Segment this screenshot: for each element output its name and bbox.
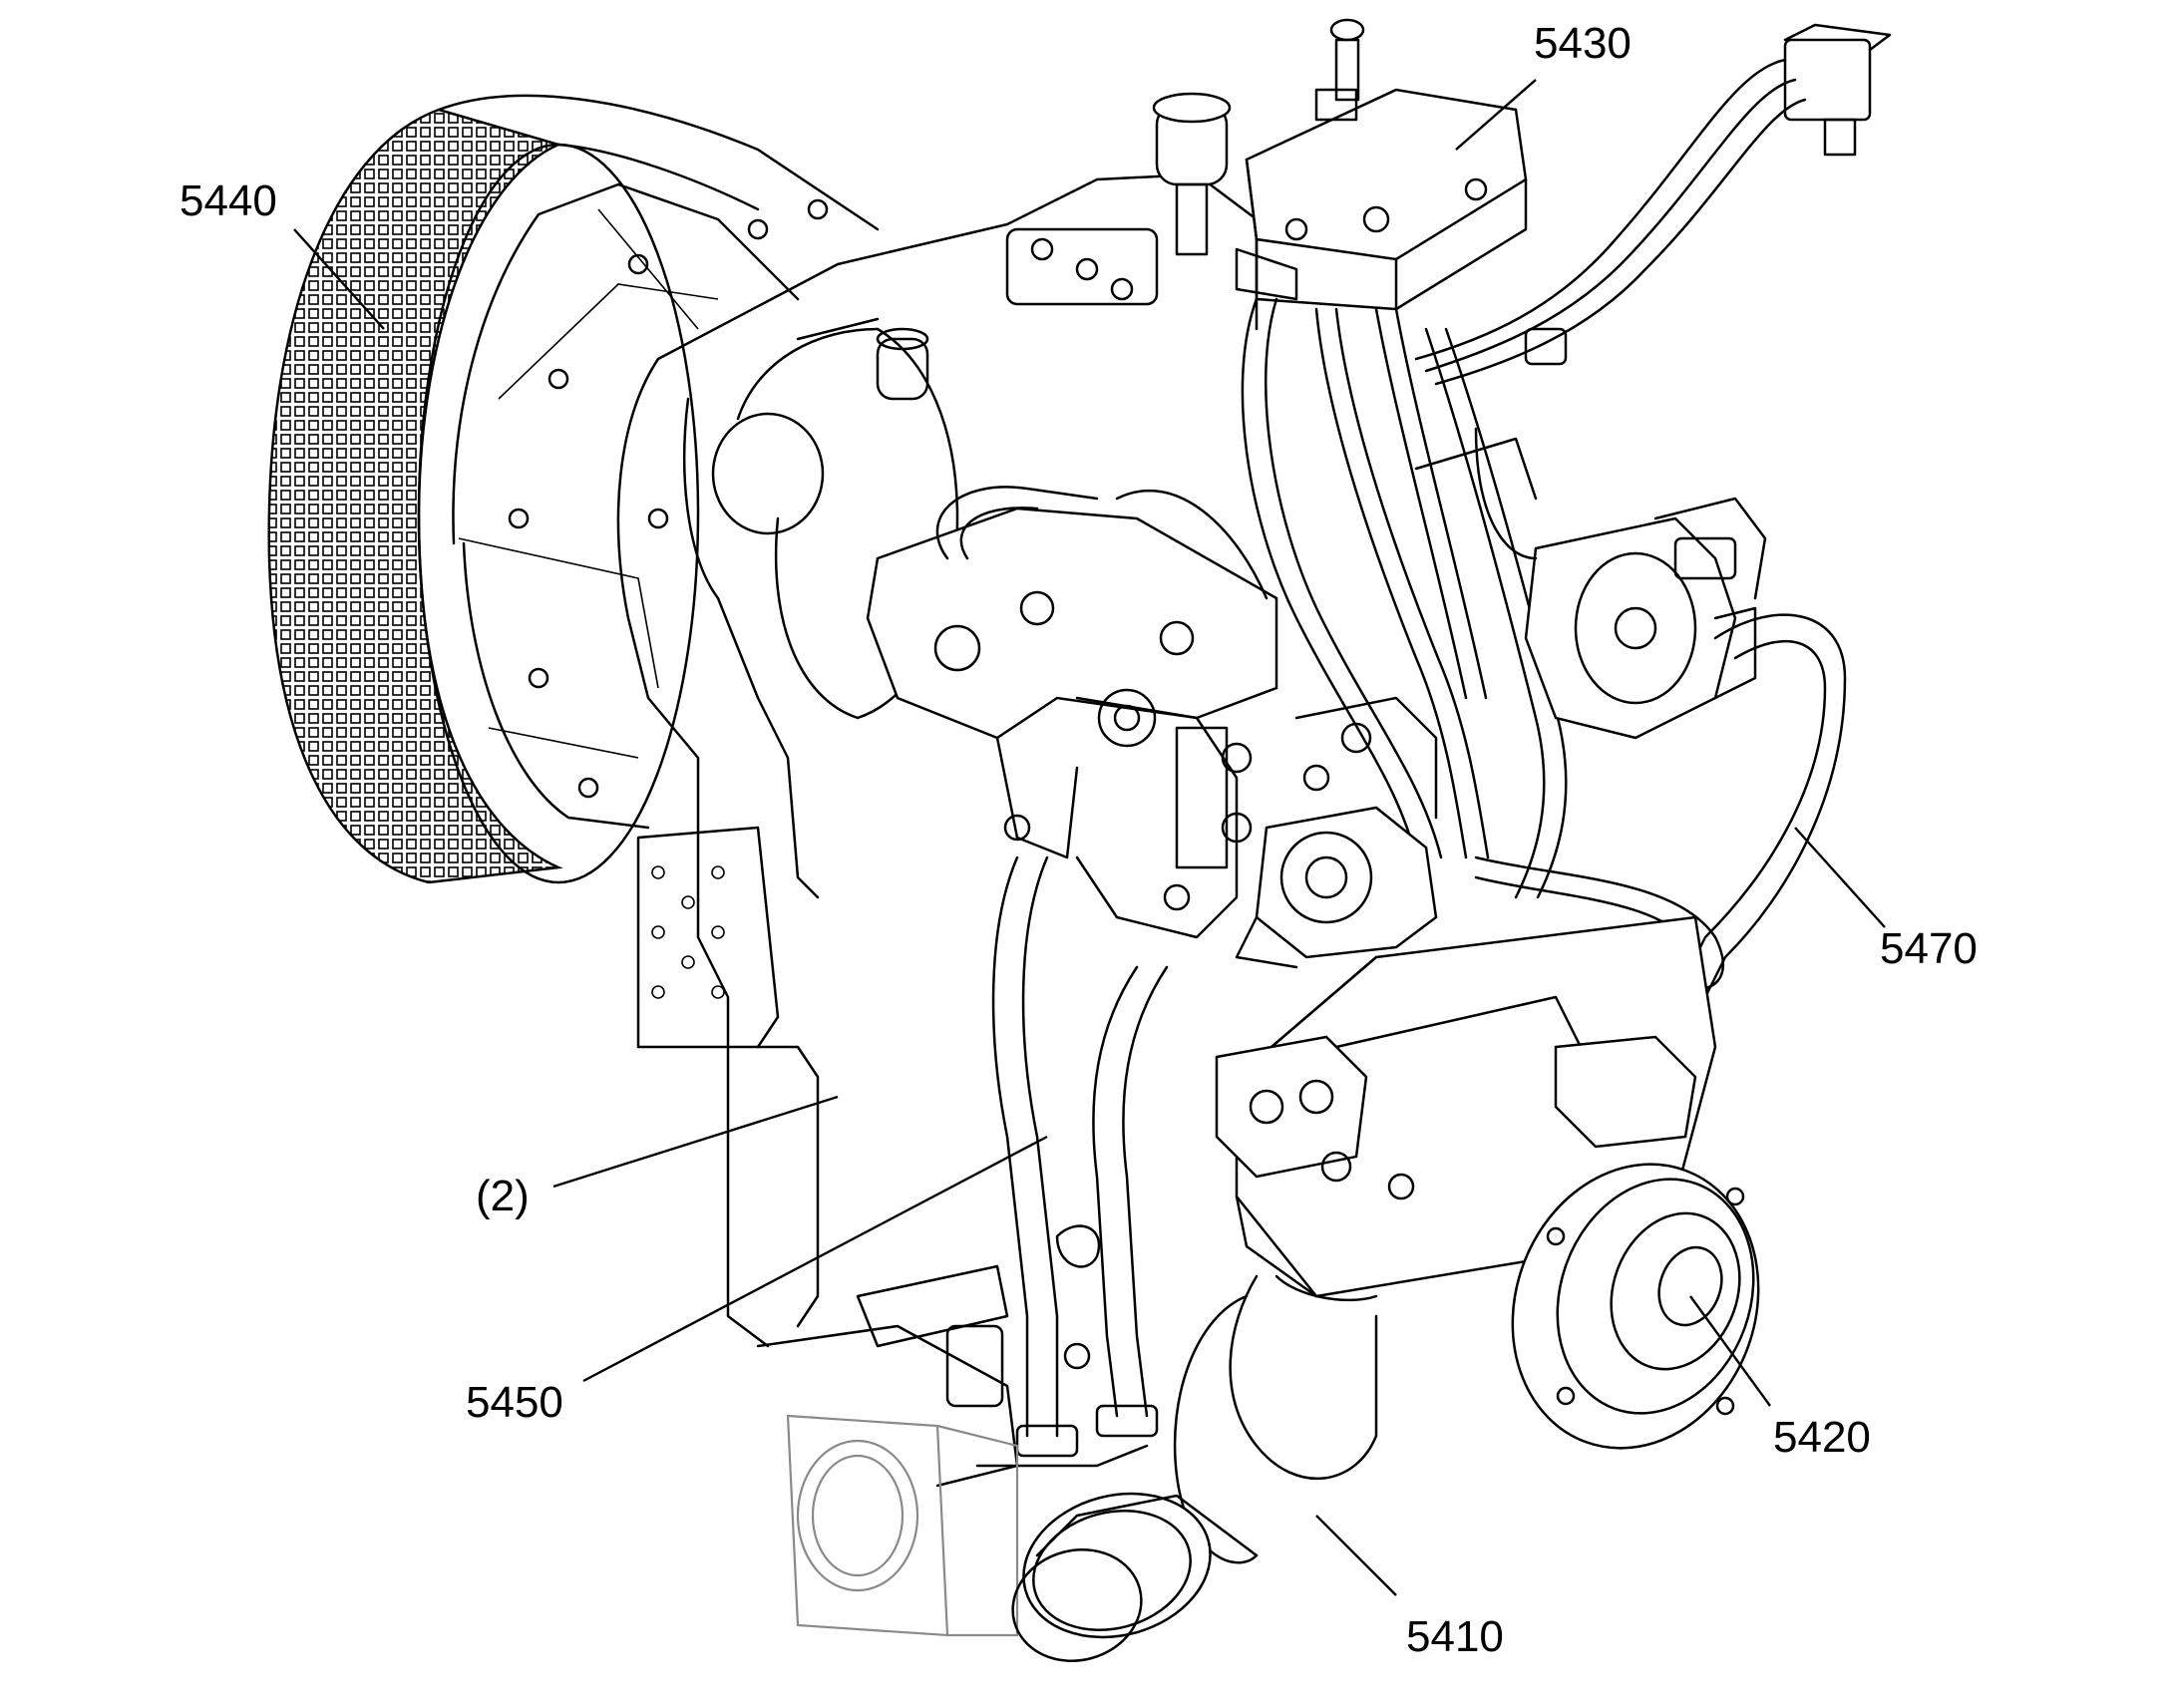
sensor-connector [1414, 23, 1892, 386]
leader-5450 [582, 1135, 1048, 1383]
leader-5430 [1455, 79, 1537, 151]
leader-5410 [1315, 1515, 1397, 1596]
callout-2: (2) [476, 1172, 530, 1220]
leader-lines [293, 79, 1886, 1596]
valve-block [1235, 18, 1528, 311]
center-pump [1235, 696, 1438, 969]
suction-pipe [1673, 606, 1847, 1019]
callout-5450: 5450 [466, 1378, 563, 1427]
pressure-hoses [975, 855, 1169, 1468]
callout-5430: 5430 [1534, 19, 1632, 68]
leader-2 [552, 1095, 839, 1189]
right-pump [1414, 427, 1767, 740]
left-pump [866, 486, 1278, 939]
leader-5440 [293, 228, 385, 330]
outlet-elbow [1011, 1274, 1378, 1662]
callout-5440: 5440 [180, 176, 277, 225]
callout-5420: 5420 [1773, 1413, 1871, 1462]
callout-5410: 5410 [1406, 1612, 1504, 1661]
callout-5470: 5470 [1880, 924, 1978, 973]
leader-5470 [1794, 827, 1886, 928]
fan-housing [267, 94, 880, 884]
gearbox-housing [616, 172, 1259, 1348]
main-pump [1215, 915, 1760, 1450]
breather-cap [1005, 92, 1232, 306]
mounting-bracket [756, 1224, 1101, 1637]
leader-5420 [1689, 1295, 1771, 1407]
